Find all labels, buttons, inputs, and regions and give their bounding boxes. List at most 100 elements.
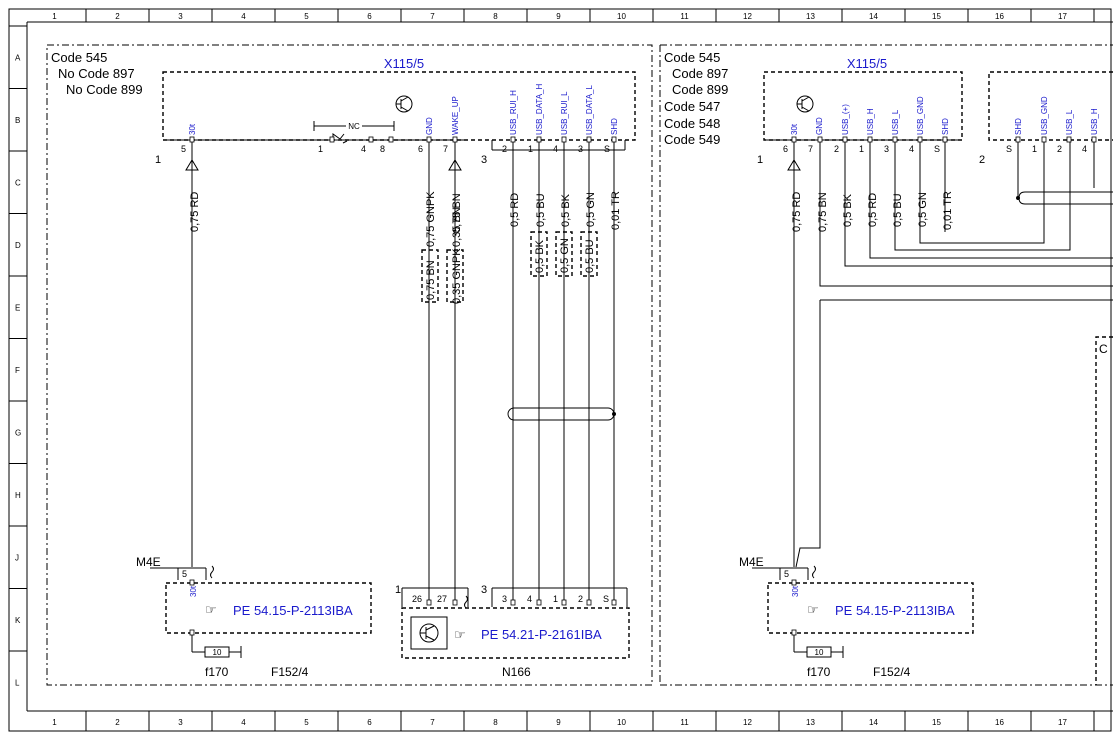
connector-name: X115/5 <box>384 56 424 71</box>
left-wires: 0,75 RD 0,75 GNPK 0,75 BN 0,35 BN 0,5 RD… <box>185 142 622 600</box>
fuse-label: f170 <box>807 665 831 679</box>
code-line: Code 899 <box>672 82 728 97</box>
grid-column-label: 15 <box>932 12 941 21</box>
module-label: N166 <box>502 665 531 679</box>
nc-bridge: NC 1 4 8 <box>313 120 395 154</box>
fuse-rating: 10 <box>213 648 222 657</box>
grid-column-label: 13 <box>806 12 815 21</box>
right-fuse-box-f152-4: M4E 5 30t ☞ PE 54.15-P-2113IBA 10 f170 F… <box>739 555 974 679</box>
connector-name: X115/5 <box>847 56 887 71</box>
pin-label: USB_RUI_H <box>509 90 518 135</box>
grid-column-label: 6 <box>367 718 372 727</box>
pin-label: USB_L <box>1065 109 1074 135</box>
pin-number: 1 <box>859 144 864 154</box>
pin-label: 30t <box>188 123 197 135</box>
wire-label: 0,75 GNPK <box>425 191 437 247</box>
connector-group-number: 1 <box>395 584 401 596</box>
transistor-icon <box>410 616 448 650</box>
wire-label: 0,75 BN <box>451 193 463 233</box>
connector-group-number: 1 <box>155 154 161 166</box>
grid-column-label: 17 <box>1058 12 1067 21</box>
transistor-icon <box>796 95 814 113</box>
code-line: Code 897 <box>672 66 728 81</box>
pin-number: 7 <box>808 144 813 154</box>
n166-module: 1 3 26 27 3 4 1 2 S ☞ PE 54.21-P- <box>395 584 630 679</box>
pin-number: 1 <box>318 144 323 154</box>
grid-column-label: 12 <box>743 718 752 727</box>
grid-column-label: 9 <box>556 718 561 727</box>
grid-column-label: 6 <box>367 12 372 21</box>
pin-number: 7 <box>443 144 448 154</box>
wire-label: 0,5 BK <box>560 193 572 227</box>
grid-row-label: H <box>15 491 21 500</box>
grid-row-label: G <box>15 428 21 437</box>
pin-number: S <box>934 144 940 154</box>
wire-label: 0,75 RD <box>189 192 201 232</box>
grid-row-label: C <box>15 178 21 187</box>
pin-number: 1 <box>528 144 533 154</box>
code-line: No Code 899 <box>66 82 143 97</box>
grid-column-label: 5 <box>304 718 309 727</box>
wire-label: 0,75 BN <box>817 192 829 232</box>
pin-number: 1 <box>553 594 558 604</box>
grid-column-label: 14 <box>869 718 878 727</box>
pin-label: USB_H <box>1090 108 1099 135</box>
wire-label: 0,01 TR <box>610 191 622 230</box>
grid-column-label: 16 <box>995 12 1004 21</box>
fuse-rating: 10 <box>815 648 824 657</box>
pin-number: 8 <box>380 144 385 154</box>
grid-column-label: 16 <box>995 718 1004 727</box>
left-section-border <box>46 44 653 686</box>
wire-label: 0,5 BK <box>842 193 854 227</box>
pin-number: S <box>604 144 610 154</box>
pin-label: 30t <box>791 585 800 597</box>
grid-column-label: 7 <box>430 718 435 727</box>
grid-column-label: 5 <box>304 12 309 21</box>
code-line: Code 545 <box>51 50 107 65</box>
pin-number: 3 <box>884 144 889 154</box>
pin-number: 6 <box>418 144 423 154</box>
grid-column-label: 1 <box>52 718 57 727</box>
grid-column-label: 8 <box>493 12 498 21</box>
wire-label: 0,5 RD <box>509 193 521 227</box>
code-line: Code 547 <box>664 99 720 114</box>
wire-label: 0,5 GN <box>917 192 929 227</box>
pin-label: SHD <box>610 118 619 135</box>
pin-number: 4 <box>527 594 532 604</box>
wire-label: 0,5 BU <box>892 193 904 227</box>
grid-column-label: 12 <box>743 12 752 21</box>
fuse-label: f170 <box>205 665 229 679</box>
pin-label: USB_DATA_H <box>535 84 544 135</box>
code-line: Code 549 <box>664 132 720 147</box>
pin-label: GND <box>815 117 824 135</box>
pin-label: 30t <box>189 585 198 597</box>
grid-row-label: K <box>15 616 21 625</box>
pin-number: 5 <box>784 569 789 579</box>
reference-link[interactable]: PE 54.15-P-2113IBA <box>835 603 955 618</box>
grid-column-label: 3 <box>178 718 183 727</box>
pin-label: 30t <box>790 123 799 135</box>
pin-label: USB_GND <box>1040 96 1049 135</box>
pin-number: 4 <box>361 144 366 154</box>
pin-label: USB_L <box>891 109 900 135</box>
connector-group-number: 1 <box>757 154 763 166</box>
wire-label: 0,5 RD <box>867 193 879 227</box>
right-connector-2: 2 SHD USB_GND USB_L USB_H S 1 2 4 <box>979 71 1113 166</box>
pin-label: USB_(+) <box>841 104 850 135</box>
component-label: M4E <box>739 555 764 569</box>
reference-link[interactable]: PE 54.21-P-2161IBA <box>481 627 602 642</box>
grid-column-label: 9 <box>556 12 561 21</box>
pin-label: SHD <box>941 118 950 135</box>
wire-label-boxed: 0,75 BN <box>425 260 437 300</box>
pin-label: USB_GND <box>916 96 925 135</box>
left-connector-x115-5: X115/5 1 3 30t GND WAKE_UP USB_RUI_H USB… <box>155 56 636 166</box>
pin-label: SHD <box>1014 118 1023 135</box>
right-connector-x115-5: X115/5 1 30t GND USB_(+) USB_H USB_L USB… <box>757 56 963 166</box>
reference-icon: ☞ <box>205 602 217 617</box>
reference-link[interactable]: PE 54.15-P-2113IBA <box>233 603 353 618</box>
fuse-box-label: F152/4 <box>271 665 309 679</box>
wire-label-boxed: 0,5 GN <box>559 238 571 273</box>
pin-number: 1 <box>1032 144 1037 154</box>
pin-label: USB_H <box>866 108 875 135</box>
grid-column-label: 1 <box>52 12 57 21</box>
